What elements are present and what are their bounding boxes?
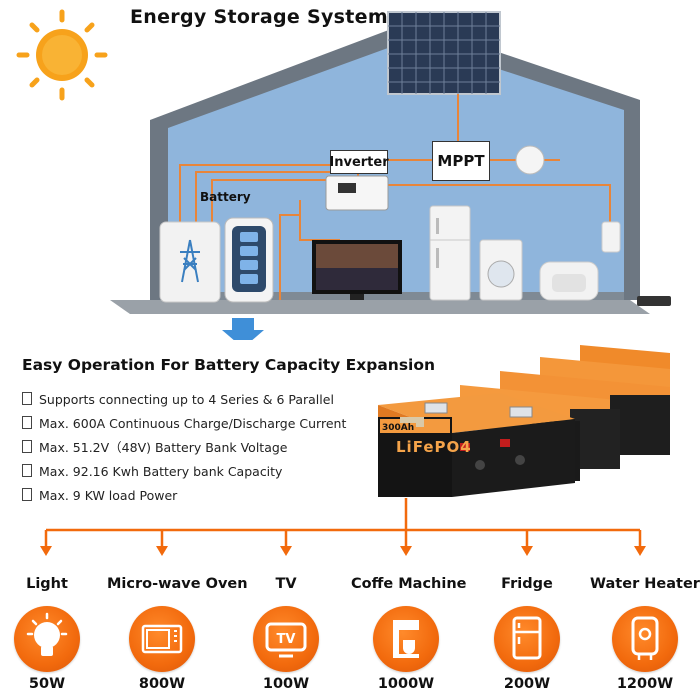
battery-label: Battery — [200, 190, 251, 204]
feature-list: Supports connecting up to 4 Series & 6 P… — [22, 388, 346, 508]
feature-item: Supports connecting up to 4 Series & 6 P… — [22, 388, 346, 412]
fridge-icon — [494, 606, 560, 672]
checkbox-icon — [22, 440, 32, 453]
router — [637, 296, 671, 306]
appliance-tv: TV TV 100W — [231, 574, 341, 692]
distribution-lines — [40, 498, 646, 556]
appliance-light: Light 50W — [0, 574, 102, 692]
checkbox-icon — [22, 416, 32, 429]
sun-icon — [16, 9, 108, 101]
down-arrow-icon — [222, 318, 264, 340]
battery-brand-text: LiFePO4 — [396, 438, 472, 456]
water-heater-icon — [612, 606, 678, 672]
appliance-name: TV — [275, 576, 297, 592]
capacity-badge: 300Ah — [380, 423, 417, 433]
feature-item: Max. 51.2V（48V) Battery Bank Voltage — [22, 436, 346, 460]
appliance-name: Coffe Machine — [351, 576, 467, 592]
inverter-label: Inverter — [329, 150, 389, 174]
coffee-machine-icon — [373, 606, 439, 672]
fridge-device — [429, 205, 471, 301]
wiring — [179, 94, 611, 300]
tv-device — [312, 240, 402, 300]
smart-meter — [515, 145, 545, 175]
appliance-power: 50W — [28, 676, 66, 692]
grid-cabinet — [159, 221, 221, 303]
appliance-coffee-machine: Coffe Machine 1000W — [351, 574, 467, 692]
appliance-name: Fridge — [501, 576, 553, 592]
appliance-name: Light — [26, 576, 68, 592]
appliance-name: Micro-wave Oven — [107, 576, 248, 592]
feature-item: Max. 92.16 Kwh Battery bank Capacity — [22, 460, 346, 484]
section-heading: Easy Operation For Battery Capacity Expa… — [22, 356, 436, 374]
appliance-microwave: Micro-wave Oven 800W — [107, 574, 248, 692]
feature-text: Max. 51.2V（48V) Battery Bank Voltage — [39, 440, 288, 455]
appliance-fridge: Fridge 200W — [472, 574, 582, 692]
checkbox-icon — [22, 392, 32, 405]
page-title: Energy Storage System — [130, 6, 388, 28]
appliance-name: Water Heater — [590, 576, 700, 592]
armchair — [539, 261, 599, 301]
appliance-power: 200W — [503, 676, 551, 692]
feature-text: Max. 9 KW load Power — [39, 488, 178, 503]
inverter-device — [325, 175, 389, 211]
microwave-icon — [129, 606, 195, 672]
energy-system-illustration — [16, 9, 671, 340]
feature-item: Max. 600A Continuous Charge/Discharge Cu… — [22, 412, 346, 436]
washer-device — [479, 239, 523, 301]
checkbox-icon — [22, 464, 32, 477]
appliance-power: 1000W — [377, 676, 435, 692]
svg-text:TV: TV — [277, 632, 296, 647]
light-bulb-icon — [14, 606, 80, 672]
feature-text: Supports connecting up to 4 Series & 6 P… — [39, 392, 334, 407]
solar-panel — [387, 11, 501, 95]
feature-item: Max. 9 KW load Power — [22, 484, 346, 508]
house-wall — [168, 40, 624, 300]
lifepo4-battery-stack — [378, 345, 670, 497]
checkbox-icon — [22, 488, 32, 501]
appliance-power: 1200W — [616, 676, 674, 692]
wall-heater — [601, 221, 621, 253]
feature-text: Max. 92.16 Kwh Battery bank Capacity — [39, 464, 283, 479]
mppt-label: MPPT — [432, 141, 490, 181]
appliance-power: 100W — [262, 676, 310, 692]
feature-text: Max. 600A Continuous Charge/Discharge Cu… — [39, 416, 347, 431]
appliance-power: 800W — [138, 676, 186, 692]
appliance-water-heater: Water Heater 1200W — [590, 574, 700, 692]
battery-unit — [224, 217, 274, 303]
tv-icon: TV — [253, 606, 319, 672]
